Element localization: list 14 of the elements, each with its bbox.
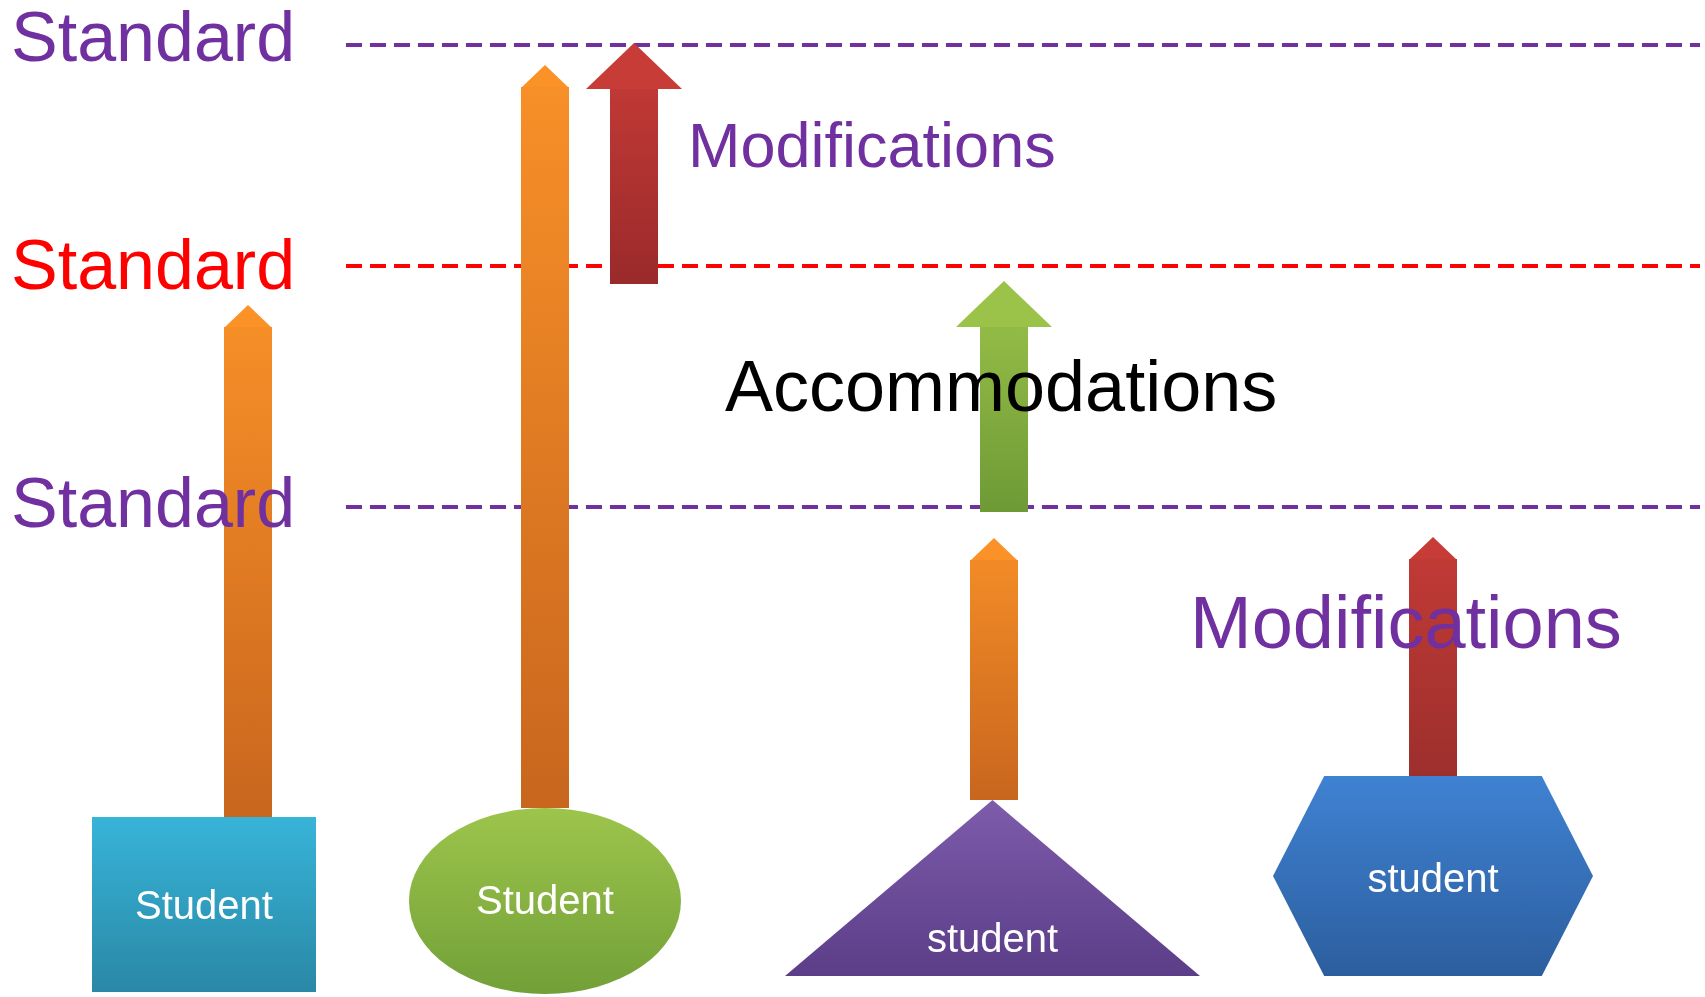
- block-arrow: [970, 537, 1018, 800]
- block-arrow: [224, 304, 272, 817]
- block-arrow: [521, 64, 569, 808]
- student-label: Student: [475, 880, 615, 920]
- text-label: Standard: [11, 2, 296, 72]
- text-label: Standard: [11, 230, 296, 300]
- triangle-shape: [785, 800, 1200, 976]
- ellipse-shape: [409, 808, 681, 994]
- student-label: Student: [134, 885, 274, 925]
- hexagon-shape: [1273, 776, 1593, 976]
- square-shape: [92, 817, 316, 992]
- student-label: student: [1366, 858, 1500, 898]
- text-label: Modifications: [688, 114, 1056, 177]
- student-label: student: [925, 918, 1060, 958]
